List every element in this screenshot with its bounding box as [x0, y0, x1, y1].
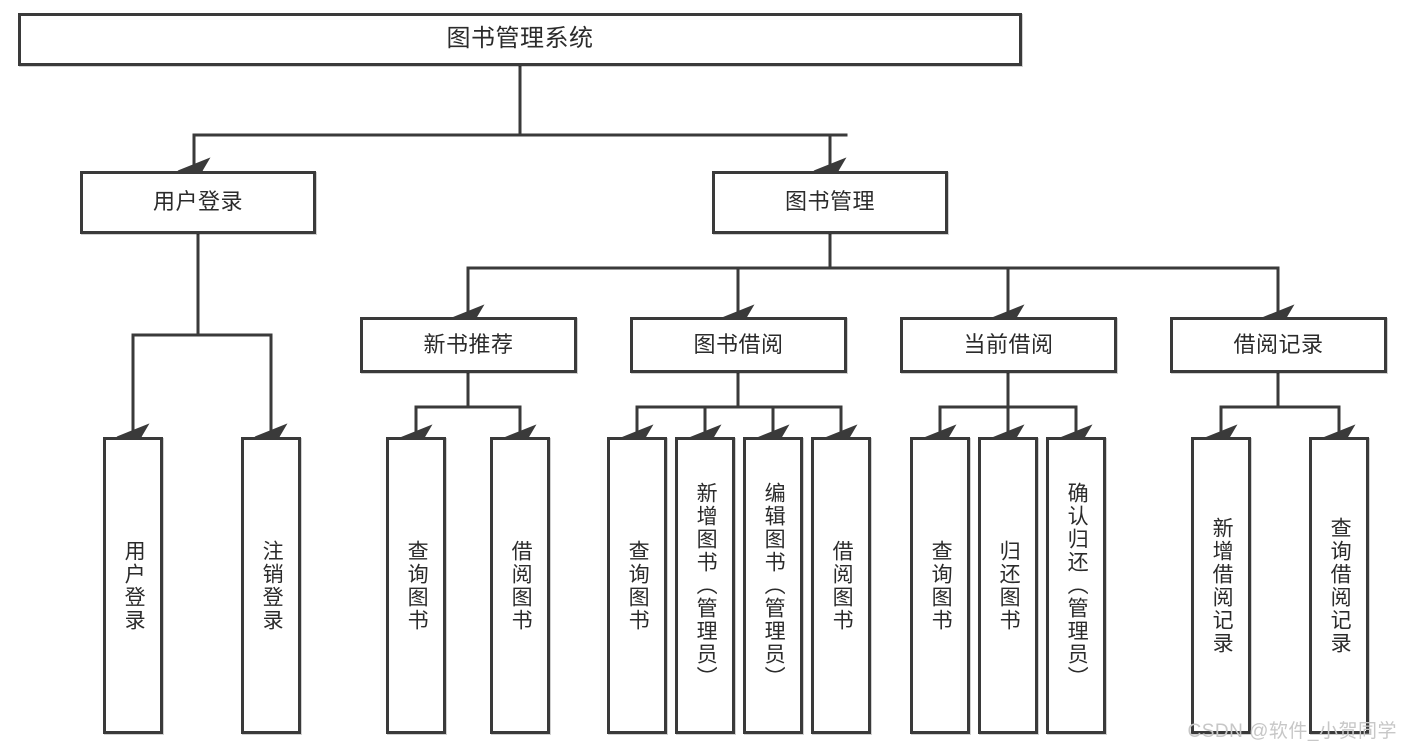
leaf-borrow-borrow-book[interactable]: 借阅图书	[811, 437, 871, 734]
leaf-user-login-label: 用户登录	[122, 539, 146, 632]
watermark: CSDN @软件_小贺同学	[1187, 721, 1397, 742]
leaf-current-confirm-return-label: 确认归还（管理员）	[1065, 482, 1089, 689]
leaf-borrow-query-book-label: 查询图书	[626, 539, 650, 632]
leaf-current-query-book-label: 查询图书	[929, 539, 953, 632]
node-book-borrow[interactable]: 图书借阅	[630, 317, 847, 373]
leaf-borrow-add-book[interactable]: 新增图书（管理员）	[675, 437, 735, 734]
leaf-recommend-query-book[interactable]: 查询图书	[386, 437, 446, 734]
node-root-label: 图书管理系统	[446, 25, 594, 53]
leaf-logout-label: 注销登录	[260, 539, 284, 632]
node-current-borrow[interactable]: 当前借阅	[900, 317, 1117, 373]
leaf-current-return-book[interactable]: 归还图书	[978, 437, 1038, 734]
leaf-record-query[interactable]: 查询借阅记录	[1309, 437, 1369, 734]
leaf-record-query-label: 查询借阅记录	[1328, 516, 1352, 655]
node-book-borrow-label: 图书借阅	[693, 331, 784, 357]
node-book-manage-label: 图书管理	[784, 189, 875, 215]
leaf-logout[interactable]: 注销登录	[241, 437, 301, 734]
leaf-borrow-borrow-book-label: 借阅图书	[830, 539, 854, 632]
leaf-recommend-borrow-book[interactable]: 借阅图书	[490, 437, 550, 734]
leaf-current-return-book-label: 归还图书	[997, 539, 1021, 632]
node-borrow-record-label: 借阅记录	[1233, 331, 1324, 357]
node-user-login-label: 用户登录	[152, 189, 243, 215]
leaf-current-query-book[interactable]: 查询图书	[910, 437, 970, 734]
node-new-book-recommend-label: 新书推荐	[423, 331, 514, 357]
leaf-borrow-edit-book[interactable]: 编辑图书（管理员）	[743, 437, 803, 734]
leaf-current-confirm-return[interactable]: 确认归还（管理员）	[1046, 437, 1106, 734]
node-user-login[interactable]: 用户登录	[80, 171, 316, 234]
leaf-record-add-label: 新增借阅记录	[1210, 516, 1234, 655]
node-book-manage[interactable]: 图书管理	[712, 171, 948, 234]
node-new-book-recommend[interactable]: 新书推荐	[360, 317, 577, 373]
leaf-recommend-borrow-book-label: 借阅图书	[509, 539, 533, 632]
leaf-borrow-query-book[interactable]: 查询图书	[607, 437, 667, 734]
leaf-borrow-add-book-label: 新增图书（管理员）	[694, 482, 718, 689]
leaf-record-add[interactable]: 新增借阅记录	[1191, 437, 1251, 734]
leaf-recommend-query-book-label: 查询图书	[405, 539, 429, 632]
node-root[interactable]: 图书管理系统	[18, 13, 1022, 66]
node-current-borrow-label: 当前借阅	[963, 331, 1054, 357]
leaf-borrow-edit-book-label: 编辑图书（管理员）	[762, 482, 786, 689]
leaf-user-login[interactable]: 用户登录	[103, 437, 163, 734]
node-borrow-record[interactable]: 借阅记录	[1170, 317, 1387, 373]
